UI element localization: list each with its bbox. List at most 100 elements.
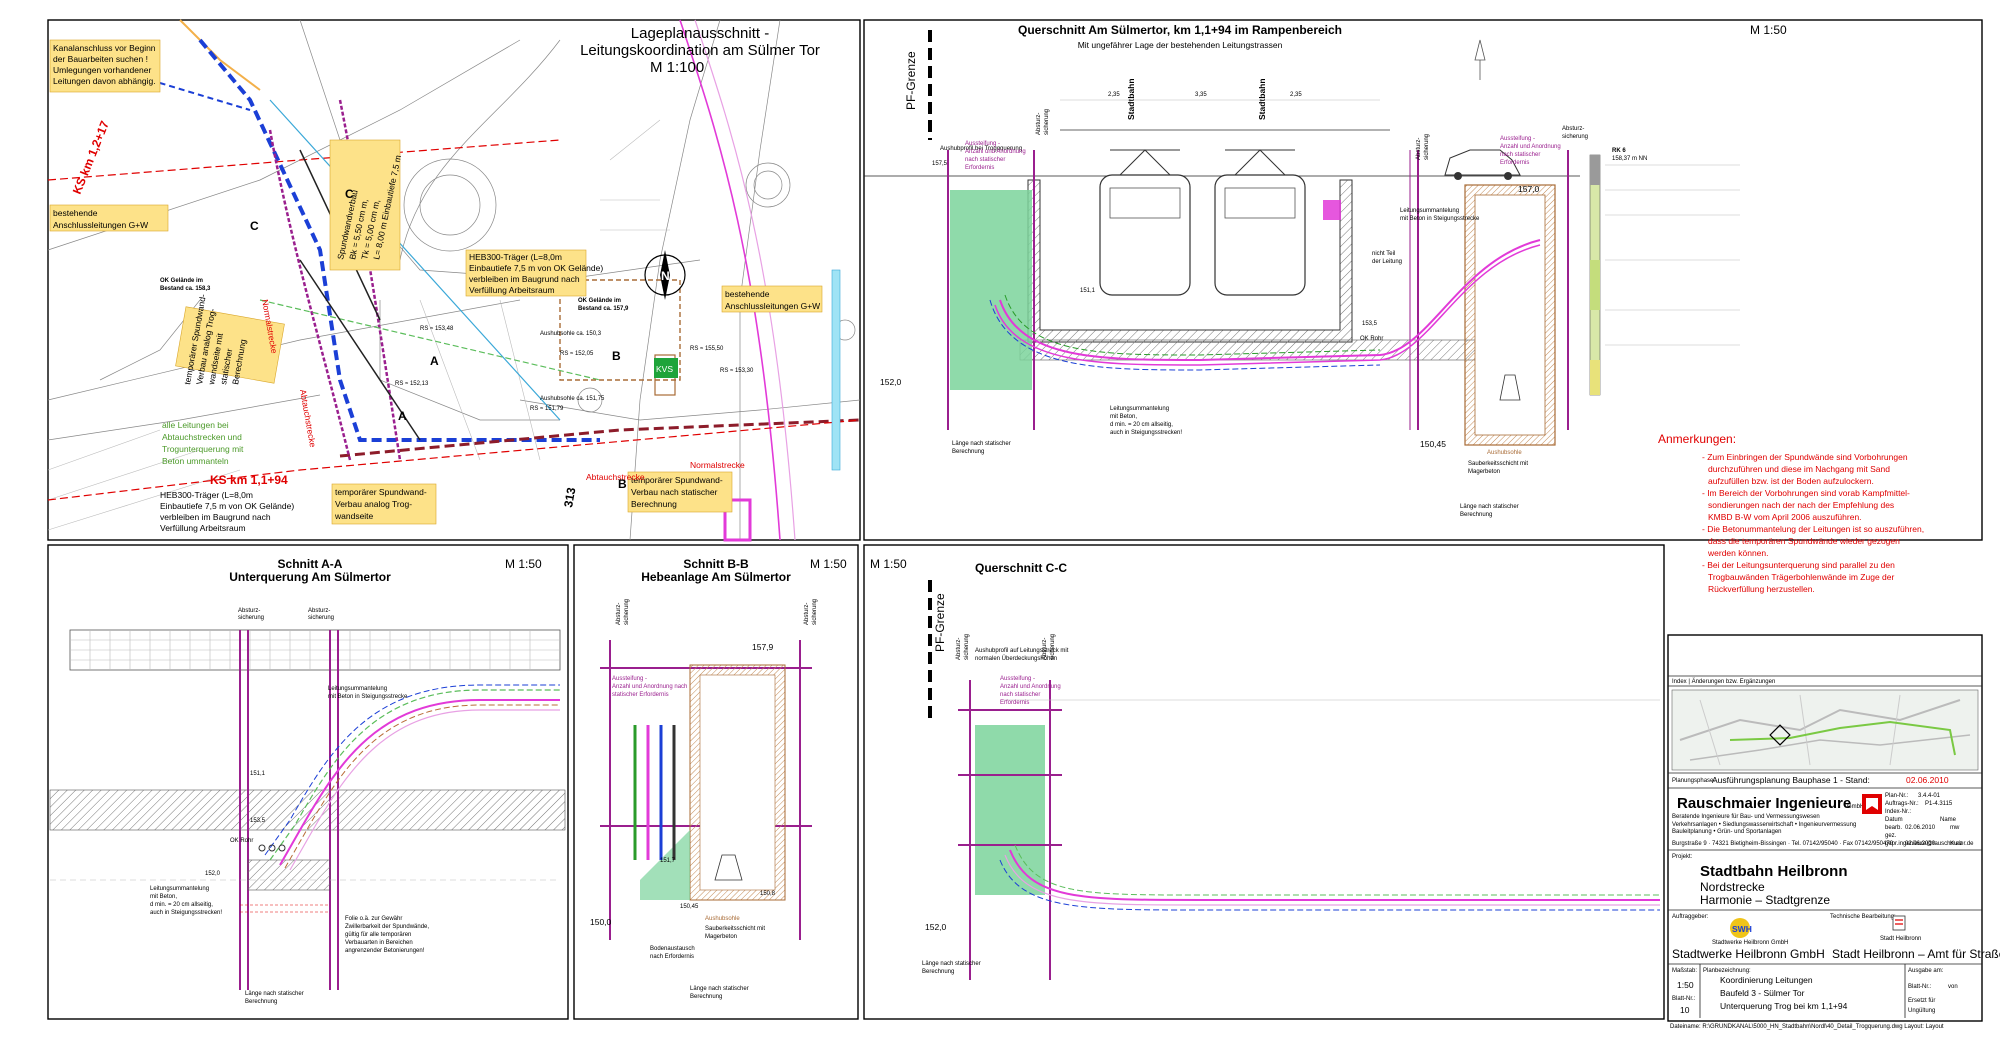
svg-text:153,5: 153,5 [250,818,266,824]
svg-text:Absturz-: Absturz- [1562,126,1584,132]
svg-text:GmbH: GmbH [1847,804,1864,810]
svg-text:Dateiname: R:\GRUNDKANAL\5000_: Dateiname: R:\GRUNDKANAL\5000_HN_Stadtba… [1670,1024,1944,1030]
svg-text:sicherung: sicherung [1044,109,1050,135]
svg-text:Datum: Datum [1885,817,1903,823]
svg-text:Länge nach statischer: Länge nach statischer [690,986,749,992]
svg-text:der Leitung: der Leitung [1372,259,1402,265]
cross-section-main: Querschnitt Am Sülmertor, km 1,1+94 im R… [864,23,1787,518]
svg-text:bestehende: bestehende [725,289,770,299]
svg-text:nach statischer: nach statischer [1500,152,1540,158]
qc-title: Querschnitt C-C [975,561,1067,575]
svg-text:OK Rohr: OK Rohr [230,838,253,844]
svg-text:Index | Änderungen bzw. Ergänz: Index | Änderungen bzw. Ergänzungen [1672,678,1775,685]
svg-text:Harmonie – Stadtgrenze: Harmonie – Stadtgrenze [1700,893,1830,907]
svg-text:Umlegungen vorhandener: Umlegungen vorhandener [53,65,151,75]
svg-text:2,35: 2,35 [1108,92,1120,98]
svg-text:150,0: 150,0 [590,917,612,927]
svg-text:RS ≈ 153,30: RS ≈ 153,30 [720,368,754,374]
swh-logo: SWH Stadtwerke Heilbronn GmbH [1712,918,1788,946]
svg-text:Stadt Heilbronn – Amt für Stra: Stadt Heilbronn – Amt für Straßenwesen [1832,947,2000,961]
note-ok-gelaende-2: OK Gelände im Bestand ca. 157,9 [578,298,629,312]
note-spundwand-vertical: Spundwandverbau Bk = 5,50 cm m, Tk = 5,0… [329,139,403,271]
svg-text:Absturz-: Absturz- [308,608,330,614]
section-c-c: M 1:50 Querschnitt C-C PF-Grenze Absturz… [870,557,1660,980]
plan-panel: N Lageplanausschnitt - Leitungskoordinat… [47,19,861,542]
section-a-a: Schnitt A-A Unterquerung Am Sülmertor M … [49,557,566,1005]
svg-text:Verbauarten in Bereichen: Verbauarten in Bereichen [345,940,413,946]
svg-text:Berechnung: Berechnung [922,969,954,975]
label-normalstrecke-2: Normalstrecke [690,460,745,470]
svg-text:Bestand ca. 158,3: Bestand ca. 158,3 [160,286,211,292]
svg-text:Stadtwerke Heilbronn GmbH: Stadtwerke Heilbronn GmbH [1672,947,1825,961]
svg-text:Name: Name [1940,817,1957,823]
svg-text:aufzufüllen bzw. ist der Boden: aufzufüllen bzw. ist der Boden aufzulock… [1708,476,1874,486]
svg-text:sicherung: sicherung [1562,134,1588,140]
svg-text:Absturz-: Absturz- [1042,638,1048,660]
svg-text:Verbau analog Trog-: Verbau analog Trog- [335,499,412,509]
svg-text:Maßstab:: Maßstab: [1672,968,1697,974]
note-abtauch: alle Leitungen bei Abtauchstrecken und T… [162,420,244,466]
svg-text:SWH: SWH [1732,924,1752,934]
svg-text:nach Erfordernis: nach Erfordernis [650,954,694,960]
q1-scale: M 1:50 [1750,23,1787,37]
svg-text:Absturz-: Absturz- [956,638,962,660]
svg-text:nach statischer: nach statischer [965,157,1005,163]
plan-background-geometry [47,19,861,541]
svg-text:Ungültung: Ungültung [1908,1008,1935,1014]
svg-text:Länge nach statischer: Länge nach statischer [1460,504,1519,510]
svg-text:Index-Nr.:: Index-Nr.: [1885,809,1911,815]
svg-text:Länge nach statischer: Länge nach statischer [952,441,1011,447]
svg-text:RS ≈ 153,48: RS ≈ 153,48 [420,326,454,332]
svg-text:157,5: 157,5 [932,161,948,167]
svg-text:sicherung: sicherung [812,599,818,625]
svg-text:3,35: 3,35 [1195,92,1207,98]
sa-scale: M 1:50 [505,557,542,571]
label-abtauchstrecke-2: Abtauchstrecke [586,472,645,482]
svg-text:Zwillerbarkeit der Spundwände,: Zwillerbarkeit der Spundwände, [345,924,429,930]
svg-text:Planungsphase:: Planungsphase: [1672,778,1715,784]
svg-text:3.4.4-01: 3.4.4-01 [1918,793,1941,799]
qc-annotations: Absturz- sicherung Absturz- sicherung Au… [922,634,1069,975]
q1-subtitle: Mit ungefährer Lage der bestehenden Leit… [1078,40,1283,50]
svg-text:Rückverfüllung herzustellen.: Rückverfüllung herzustellen. [1708,584,1815,594]
svg-text:verbleiben im Baugrund nach: verbleiben im Baugrund nach [469,274,580,284]
north-label: N [661,269,670,283]
sa-title: Schnitt A-A [278,557,343,571]
svg-text:d min. = 20 cm allseitig,: d min. = 20 cm allseitig, [1110,422,1173,428]
sa-annotations: Absturz- sicherung Absturz- sicherung Le… [150,608,429,1005]
svg-text:Planbezeichnung:: Planbezeichnung: [1703,968,1751,974]
sa-subtitle: Unterquerung Am Sülmertor [229,570,391,584]
note-anschluss-right: bestehende Anschlussleitungen G+W [721,285,823,313]
svg-text:Absturz-: Absturz- [1036,113,1042,135]
svg-text:sicherung: sicherung [1424,134,1430,160]
svg-text:153,5: 153,5 [1362,321,1378,327]
kvs-label: KVS [656,364,673,374]
svg-text:Absturz-: Absturz- [616,603,622,625]
plan-scale: M 1:100 [650,59,704,76]
note-anschluss-left: bestehende Anschlussleitungen G+W [49,204,169,232]
svg-text:Aushubsohle: Aushubsohle [705,916,740,922]
svg-text:B: B [618,477,627,491]
svg-text:RS ≈ 151,79: RS ≈ 151,79 [530,406,564,412]
svg-text:gez.: gez. [1885,833,1897,839]
svg-text:Leitungsummantelung: Leitungsummantelung [328,686,387,692]
sb-subtitle: Hebeanlage Am Sülmertor [641,570,791,584]
svg-text:sicherung: sicherung [1050,634,1056,660]
notes-block: Anmerkungen: - Zum Einbringen der Spundw… [1658,432,1924,594]
svg-text:- Bei der Leitungsunterquerung: - Bei der Leitungsunterquerung sind para… [1702,560,1895,570]
svg-text:angrenzender Betonierungen!: angrenzender Betonierungen! [345,948,425,954]
svg-text:Plan-Nr.:: Plan-Nr.: [1885,793,1909,799]
svg-text:Trogunterquerung mit: Trogunterquerung mit [162,444,244,454]
svg-text:Leitungen davon abhängig.: Leitungen davon abhängig. [53,76,156,86]
svg-text:Aussteifung -: Aussteifung - [612,676,647,682]
svg-text:158,37 m NN: 158,37 m NN [1612,156,1647,162]
svg-text:Verbau nach statischer: Verbau nach statischer [631,487,718,497]
svg-text:Beratende Ingenieure für Bau-: Beratende Ingenieure für Bau- und Vermes… [1672,814,1820,820]
svg-text:gepr.: gepr. [1885,841,1899,847]
svg-text:02.06.2010: 02.06.2010 [1906,775,1949,785]
note-spundwand-bottom-1: temporärer Spundwand- Verbau analog Trog… [331,483,437,525]
svg-text:bestehende: bestehende [53,208,98,218]
section-markers: C C A A B B 313 [250,187,627,509]
svg-text:Absturz-: Absturz- [238,608,260,614]
svg-text:152,0: 152,0 [880,377,902,387]
